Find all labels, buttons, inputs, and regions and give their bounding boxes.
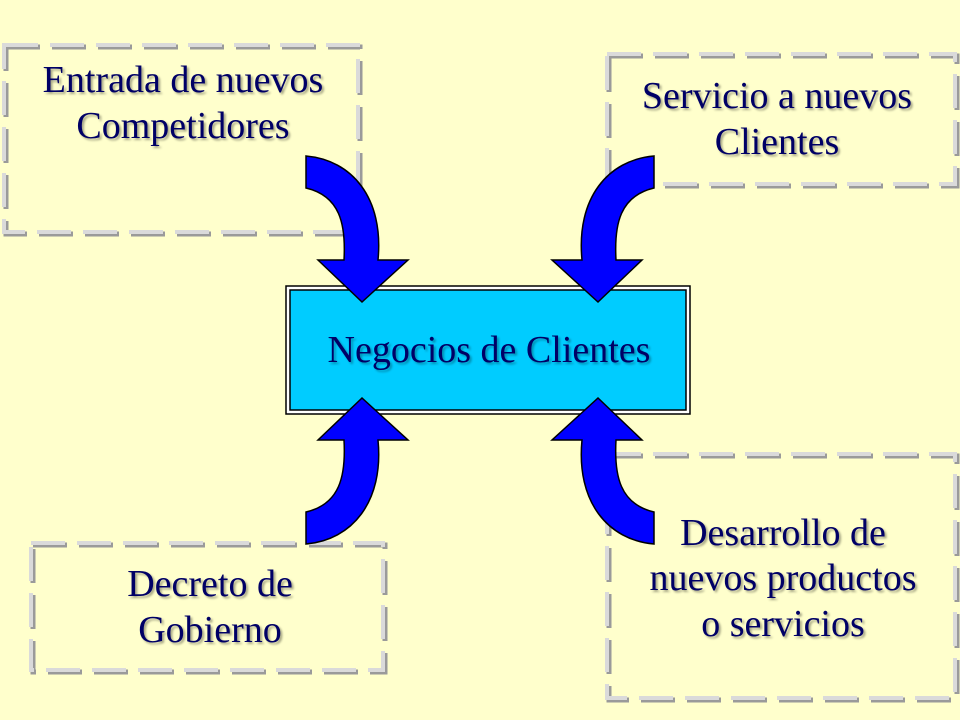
dashed-box-bottom-right [605, 452, 960, 703]
box-top-left: Entrada de nuevos Competidores [18, 52, 348, 222]
box-top-right: Servicio a nuevos Clientes [612, 68, 942, 180]
center-label-container: Negocios de Clientes [290, 289, 688, 413]
box-bottom-left-label: Decreto de Gobierno [127, 563, 293, 651]
center-label: Negocios de Clientes [327, 329, 651, 372]
box-top-right-label: Servicio a nuevos Clientes [641, 75, 913, 163]
dashed-box-top-right [605, 52, 960, 189]
box-bottom-left: Decreto de Gobierno [50, 552, 370, 664]
dashed-box-top-left [2, 43, 363, 237]
center-box [285, 285, 691, 415]
dashed-box-bottom-left [29, 541, 388, 675]
arrow-bottom-left-icon [305, 397, 409, 545]
box-bottom-right-label: Desarrollo de nuevos productos o servici… [649, 511, 917, 645]
box-bottom-right: Desarrollo de nuevos productos o servici… [630, 466, 936, 692]
box-top-left-label: Entrada de nuevos Competidores [42, 59, 324, 147]
